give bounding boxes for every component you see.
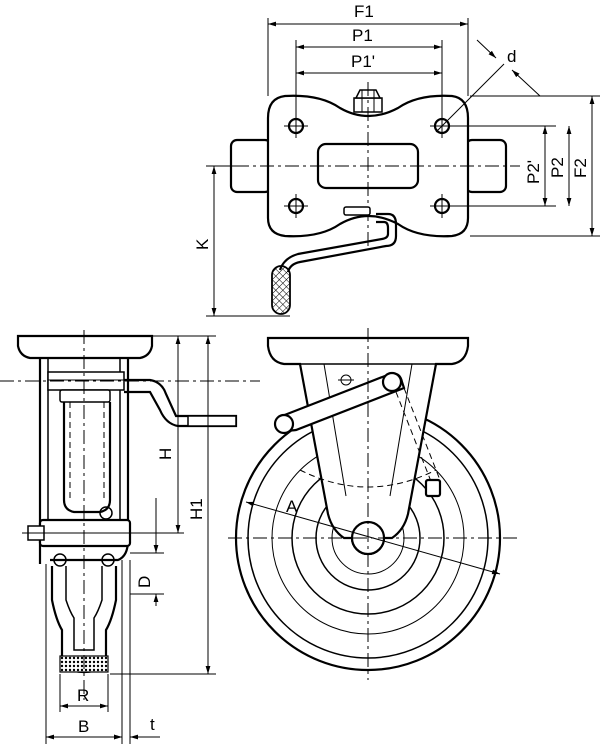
side-view: H H1 D R B t [0,330,260,744]
label-F2: F2 [571,158,590,178]
label-P1-prime: P1' [351,52,375,71]
label-F1: F1 [354,2,374,21]
label-P2-prime: P2' [524,160,543,184]
label-K: K [193,238,212,250]
lock-lever-top [271,206,398,315]
label-B: B [78,717,89,736]
lever-grip-top [271,265,291,315]
label-t: t [150,715,155,734]
label-D: D [135,576,154,588]
label-P1: P1 [352,26,373,45]
label-R: R [77,686,89,705]
bolt-holes [284,114,454,218]
label-d: d [507,47,516,66]
label-H: H [156,448,175,460]
label-A: A [286,497,298,516]
front-view: A [228,328,520,680]
label-H1: H1 [187,498,206,520]
top-view: F1 P1 P1' d P2' P2 F2 K [193,2,600,317]
label-P2: P2 [548,157,567,178]
front-brake-arm [273,371,442,498]
side-top-plate [16,334,154,360]
